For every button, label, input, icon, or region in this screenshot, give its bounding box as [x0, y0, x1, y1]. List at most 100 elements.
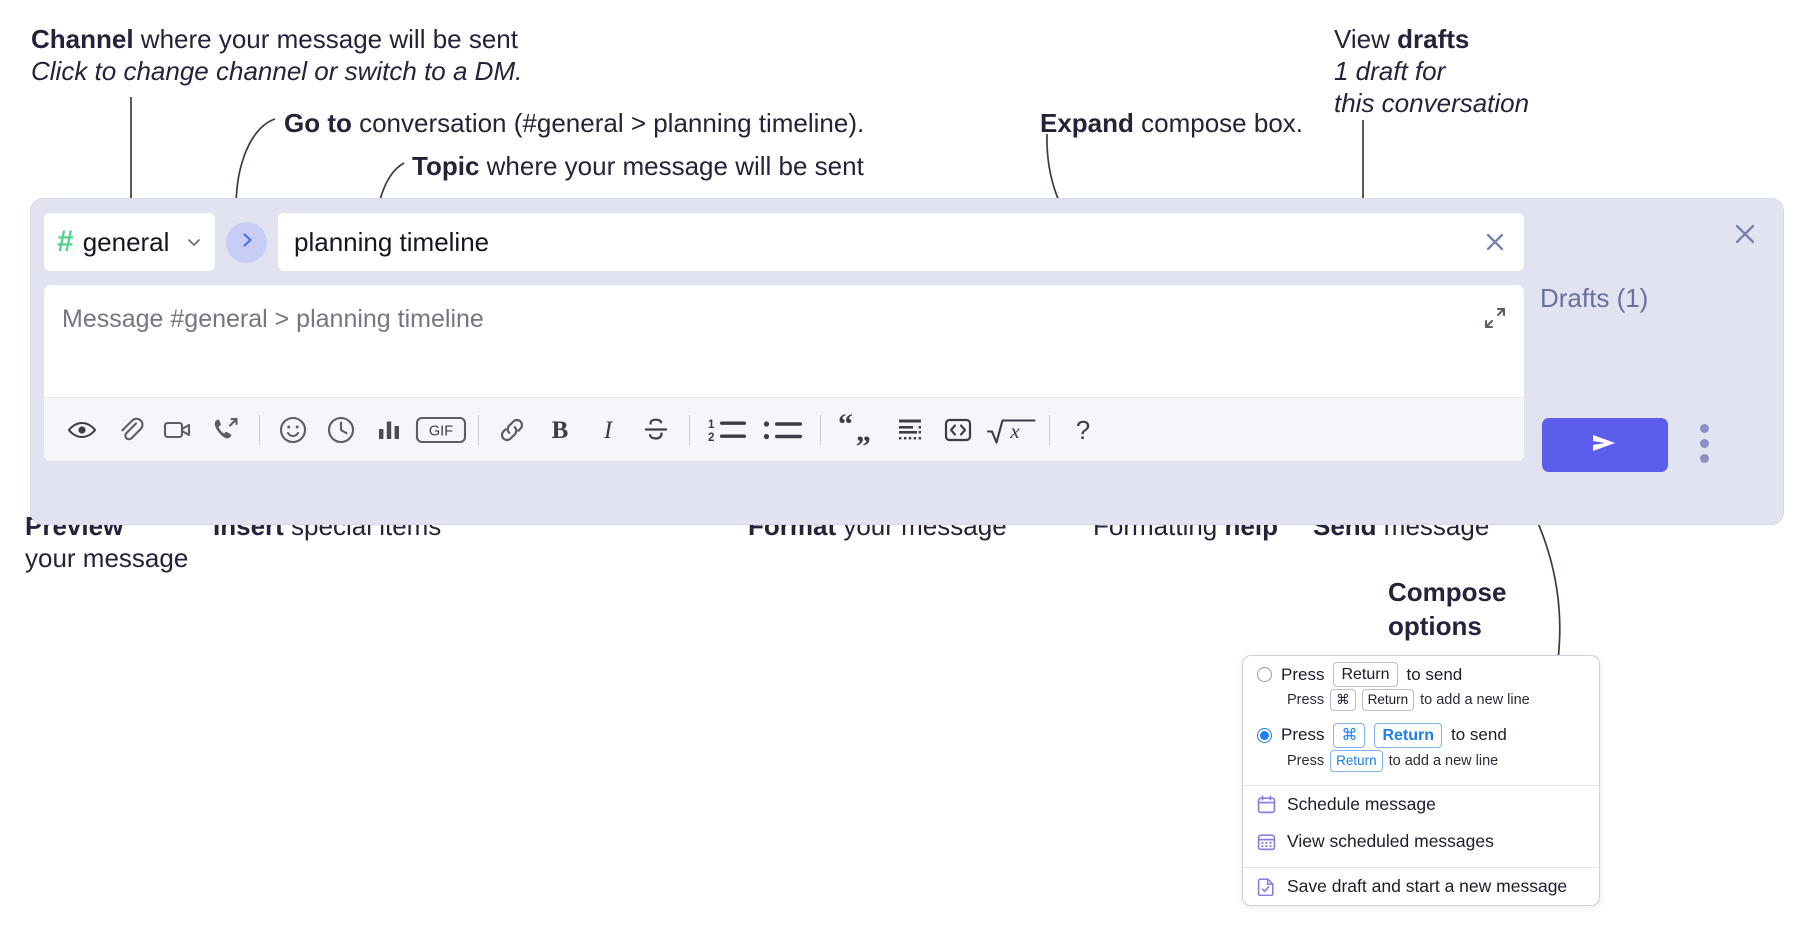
topic-value: planning timeline [294, 226, 490, 257]
svg-text:2: 2 [708, 432, 714, 444]
radio-unselected-icon[interactable] [1257, 667, 1272, 683]
key-return-4: Return [1330, 750, 1383, 772]
message-input[interactable]: Message #general > planning timeline [43, 284, 1525, 462]
option2-press-label: Press [1281, 725, 1325, 745]
svg-text:„: „ [856, 415, 871, 446]
sub-tail-label: to add a new line [1420, 692, 1530, 709]
menu-option-cmd-return-to-send[interactable]: Press ⌘ Return to send [1243, 717, 1599, 749]
annotation-channel-bold: Channel [31, 24, 134, 54]
key-return: Return [1333, 662, 1398, 688]
message-placeholder: Message #general > planning timeline [62, 305, 484, 333]
menu-item-label: Schedule message [1287, 793, 1436, 814]
key-return-3: Return [1374, 722, 1443, 749]
channel-selector[interactable]: # general [43, 212, 216, 272]
menu-item-schedule-message[interactable]: Schedule message [1243, 786, 1599, 823]
svg-text:B: B [552, 417, 569, 444]
record-audio-button[interactable] [202, 408, 250, 452]
record-video-button[interactable] [154, 408, 202, 452]
key-command-2: ⌘ [1333, 722, 1366, 749]
menu-item-view-scheduled-messages[interactable]: View scheduled messages [1243, 823, 1599, 860]
attach-file-button[interactable] [106, 408, 154, 452]
close-icon[interactable] [1730, 219, 1760, 249]
link-button[interactable] [488, 408, 536, 452]
goto-conversation-button[interactable] [226, 221, 267, 263]
menu-option-cmd-return-sub: Press Return to add a new line [1243, 748, 1599, 778]
expand-diagonal-icon[interactable] [1480, 303, 1510, 333]
svg-text:?: ? [1076, 415, 1090, 445]
menu-option-return-to-send[interactable]: Press Return to send [1243, 656, 1599, 688]
annotation-topic-bold: Topic [412, 151, 480, 181]
annotation-compose-options-bold1: Compose [1388, 577, 1507, 607]
annotation-expand-rest: compose box. [1133, 108, 1304, 138]
annotation-drafts: View drafts 1 draft for this conversatio… [1334, 23, 1529, 120]
poll-button[interactable] [365, 408, 413, 452]
bulleted-list-button[interactable] [755, 408, 811, 452]
svg-text:x: x [1009, 419, 1020, 443]
radio-selected-icon[interactable] [1257, 727, 1272, 743]
blockquote-button[interactable]: “„ [830, 408, 886, 452]
menu-item-label: View scheduled messages [1287, 830, 1494, 851]
separator-1 [259, 414, 260, 445]
inline-code-button[interactable] [934, 408, 982, 452]
separator-2 [478, 414, 479, 445]
separator-3 [689, 414, 690, 445]
annotation-topic: Topic where your message will be sent [412, 150, 864, 182]
option2-tosend-label: to send [1451, 725, 1507, 745]
calendar-grid-icon [1257, 832, 1276, 851]
compose-fields: # general planning timeline [43, 212, 1525, 462]
kebab-menu-icon [1699, 424, 1709, 463]
menu-item-save-draft[interactable]: Save draft and start a new message [1243, 868, 1599, 905]
bold-button[interactable]: B [536, 408, 584, 452]
menu-divider-1 [1243, 784, 1599, 786]
annotation-expand: Expand compose box. [1040, 107, 1303, 139]
menu-item-label: Save draft and start a new message [1287, 875, 1568, 896]
key-return-2: Return [1361, 689, 1415, 711]
formatting-help-button[interactable]: ? [1059, 408, 1107, 452]
svg-text:1: 1 [708, 419, 715, 431]
annotation-drafts-sub1: 1 draft for [1334, 56, 1446, 87]
reminder-button[interactable] [317, 408, 365, 452]
annotation-goto-rest: conversation (#general > planning timeli… [351, 108, 865, 138]
menu-option-return-sub: Press ⌘ Return to add a new line [1243, 687, 1599, 717]
compose-options-button[interactable] [1692, 424, 1716, 466]
svg-text:GIF: GIF [429, 423, 453, 439]
topic-input[interactable]: planning timeline [277, 212, 1525, 272]
annotation-expand-bold: Expand [1040, 108, 1134, 138]
emoji-button[interactable] [269, 408, 317, 452]
option-tosend-label: to send [1406, 664, 1463, 684]
math-button[interactable]: x [982, 408, 1040, 452]
chevron-right-icon [237, 230, 257, 255]
channel-name-label: general [82, 226, 170, 257]
send-paper-plane-icon [1585, 428, 1625, 463]
code-block-button[interactable] [886, 408, 934, 452]
separator-4 [820, 414, 821, 445]
annotation-preview-line2: your message [25, 543, 189, 574]
svg-text:“: “ [838, 414, 853, 441]
calendar-icon [1257, 795, 1276, 814]
key-command: ⌘ [1330, 689, 1356, 711]
sub-press-label: Press [1287, 692, 1325, 709]
hash-icon: # [57, 225, 74, 258]
annotation-goto: Go to conversation (#general > planning … [284, 107, 864, 139]
send-button[interactable] [1542, 418, 1668, 472]
drafts-link[interactable]: Drafts (1) [1540, 283, 1649, 313]
separator-5 [1049, 414, 1050, 445]
chevron-down-icon [186, 234, 202, 250]
preview-button[interactable] [58, 408, 106, 452]
annotation-goto-bold: Go to [284, 108, 352, 138]
italic-button[interactable]: I [584, 408, 632, 452]
compose-options-menu: Press Return to send Press ⌘ Return to a… [1242, 655, 1600, 906]
annotation-channel: Channel where your message will be sent … [31, 23, 522, 87]
strikethrough-button[interactable] [632, 408, 680, 452]
annotation-topic-rest: where your message will be sent [479, 151, 864, 181]
formatting-toolbar: GIF B I [44, 397, 1524, 461]
gif-button[interactable]: GIF [413, 408, 469, 452]
menu-divider-2 [1243, 866, 1599, 868]
svg-text:I: I [603, 417, 614, 444]
annotation-channel-rest: where your message will be sent [133, 24, 518, 54]
close-icon[interactable] [1480, 227, 1510, 257]
annotation-drafts-sub2: this conversation [1334, 88, 1530, 119]
option-press-label: Press [1281, 664, 1325, 684]
